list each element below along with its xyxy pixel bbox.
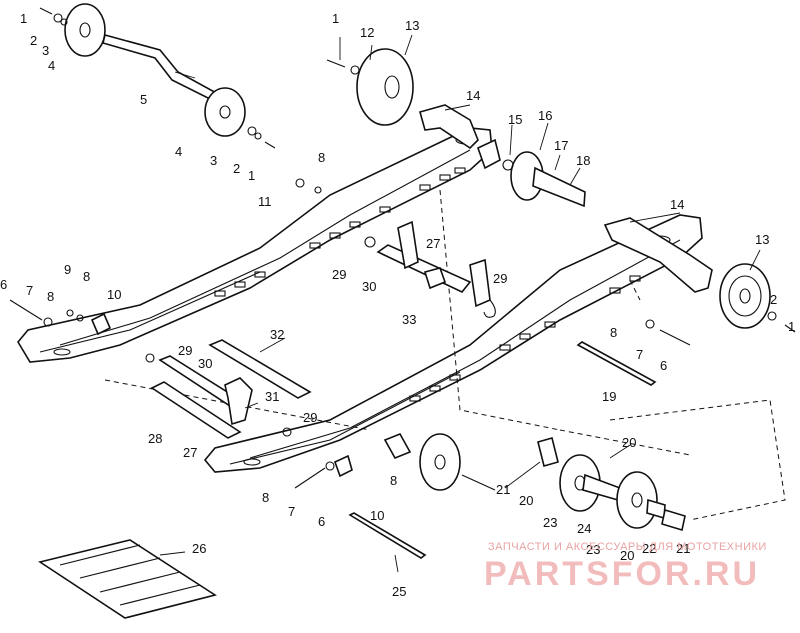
callout-label: 12 <box>360 25 374 40</box>
top-pivot-arm-14 <box>419 104 479 150</box>
callout-label: 6 <box>0 277 7 292</box>
callout-label: 25 <box>392 584 406 599</box>
callout-label: 1 <box>248 168 255 183</box>
callout-label: 30 <box>362 279 376 294</box>
callout-label: 13 <box>405 18 419 33</box>
callout-label: 2 <box>233 161 240 176</box>
callout-label: 13 <box>755 232 769 247</box>
callout-label: 27 <box>426 236 440 251</box>
callout-label: 2 <box>30 33 37 48</box>
callout-label: 6 <box>660 358 667 373</box>
callout-label: 20 <box>519 493 533 508</box>
callout-label: 15 <box>508 112 522 127</box>
callout-label: 32 <box>270 327 284 342</box>
leader-lines <box>159 34 761 573</box>
watermark-caption: ЗАПЧАСТИ И АКСЕССУАРЫ ДЛЯ МОТОТЕХНИКИ <box>488 541 767 553</box>
callout-label: 8 <box>390 473 397 488</box>
callout-label: 31 <box>265 389 279 404</box>
left-slide-rail <box>17 127 493 363</box>
callout-label: 23 <box>543 515 557 530</box>
callout-label: 28 <box>148 431 162 446</box>
callout-label: 29 <box>178 343 192 358</box>
callout-label: 29 <box>332 267 346 282</box>
callout-label: 4 <box>48 58 55 73</box>
callout-label: 8 <box>47 289 54 304</box>
callout-label: 14 <box>466 88 480 103</box>
callout-label: 23 <box>586 542 600 557</box>
callout-label: 26 <box>192 541 206 556</box>
callout-label: 14 <box>670 197 684 212</box>
callout-label: 1 <box>20 11 27 26</box>
rear-idler-wheel-assembly <box>537 437 686 532</box>
callout-label: 16 <box>538 108 552 123</box>
upper-idler-axle-assembly <box>39 3 276 149</box>
callout-label: 18 <box>576 153 590 168</box>
upper-wheel-13 <box>326 48 414 126</box>
callout-label: 30 <box>198 356 212 371</box>
callout-label: 3 <box>210 153 217 168</box>
bogie-wheel-and-shaft <box>348 432 496 559</box>
watermark-brand: PARTSFOR.RU <box>484 555 760 593</box>
callout-label: 24 <box>577 521 591 536</box>
callout-label: 1 <box>332 11 339 26</box>
callout-label: 10 <box>370 508 384 523</box>
callout-label: 21 <box>676 541 690 556</box>
hardware-bolts <box>9 178 691 489</box>
callout-label: 1 <box>788 319 795 334</box>
callout-label: 8 <box>83 269 90 284</box>
callout-label: 21 <box>496 482 510 497</box>
callout-label: 6 <box>318 514 325 529</box>
callout-label: 29 <box>493 271 507 286</box>
callout-label: 29 <box>303 410 317 425</box>
callout-label: 5 <box>140 92 147 107</box>
callout-labels: 1 2 3 4 5 4 3 2 1 1 12 13 14 15 16 17 18… <box>0 11 795 599</box>
callout-label: 22 <box>642 541 656 556</box>
front-torque-arm-assembly <box>364 220 496 318</box>
callout-label: 2 <box>770 292 777 307</box>
callout-label: 8 <box>262 490 269 505</box>
callout-label: 9 <box>64 262 71 277</box>
right-slide-rail <box>203 214 703 473</box>
callout-label: 17 <box>554 138 568 153</box>
callout-label: 8 <box>318 150 325 165</box>
callout-label: 10 <box>107 287 121 302</box>
callout-label: 7 <box>636 347 643 362</box>
callout-label: 8 <box>610 325 617 340</box>
ice-scratcher-26 <box>38 539 217 619</box>
callout-label: 7 <box>288 504 295 519</box>
right-side-pivot-assembly <box>603 217 796 333</box>
callout-label: 19 <box>602 389 616 404</box>
assembly-guide-lines <box>104 189 786 521</box>
callout-label: 33 <box>402 312 416 327</box>
callout-label: 20 <box>622 435 636 450</box>
rear-torque-arm-assembly <box>145 339 312 439</box>
callout-label: 3 <box>42 43 49 58</box>
watermark: ЗАПЧАСТИ И АКСЕССУАРЫ ДЛЯ МОТОТЕХНИКИ PA… <box>484 541 767 593</box>
callout-label: 4 <box>175 144 182 159</box>
callout-label: 27 <box>183 445 197 460</box>
callout-label: 7 <box>26 283 33 298</box>
rear-axle-assembly <box>477 138 586 208</box>
callout-label: 20 <box>620 548 634 563</box>
callout-label: 11 <box>258 194 272 209</box>
